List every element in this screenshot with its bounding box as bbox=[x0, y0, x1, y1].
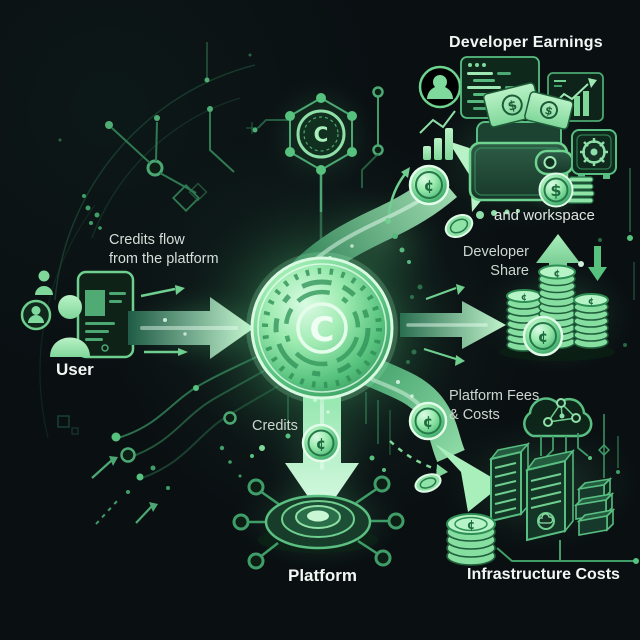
svg-text:¢: ¢ bbox=[521, 293, 527, 303]
cloud-network-icon bbox=[523, 397, 593, 438]
svg-text:¢: ¢ bbox=[554, 269, 561, 280]
front-coin-icon: ¢ bbox=[522, 315, 564, 357]
server-rack-icon bbox=[489, 442, 531, 523]
svg-text:¢: ¢ bbox=[467, 518, 475, 532]
dollar-coin-icon: $ bbox=[538, 172, 595, 208]
coin-stack-icon: ¢ bbox=[446, 513, 496, 566]
coin-stack-icon: ¢ bbox=[573, 293, 609, 349]
dollar-bill-icon: $ bbox=[524, 91, 574, 130]
small-person-icon bbox=[35, 270, 53, 295]
svg-text:$: $ bbox=[543, 104, 554, 118]
arrow-coin-to-share bbox=[400, 284, 506, 366]
platform-cluster bbox=[232, 475, 405, 570]
and-workspace-caption: and workspace bbox=[494, 207, 595, 224]
storage-boxes-icon bbox=[573, 477, 616, 536]
user-cluster bbox=[20, 270, 135, 359]
server-rack-icon bbox=[525, 448, 575, 542]
token-badge-icon: C bbox=[285, 93, 357, 252]
vault-icon bbox=[571, 129, 617, 179]
svg-text:¢: ¢ bbox=[424, 177, 434, 195]
credits-flow-caption: Credits flow from the platform bbox=[109, 232, 219, 267]
phone-icon bbox=[76, 270, 135, 359]
svg-text:$: $ bbox=[506, 98, 518, 115]
coin-symbol: C bbox=[310, 310, 335, 350]
central-credit-coin: C bbox=[246, 252, 398, 404]
credit-coin-icon: ¢ bbox=[301, 423, 341, 463]
circuit-decoration bbox=[39, 42, 635, 525]
avatar-circle-icon bbox=[20, 299, 52, 331]
down-arrow-icon bbox=[588, 246, 607, 281]
arrow-coin-to-platform: ¢ bbox=[285, 386, 359, 517]
infrastructure-costs-label: Infrastructure Costs bbox=[467, 566, 620, 583]
arrow-coin-to-infrastructure: ¢ bbox=[343, 348, 503, 512]
credit-coin-icon: ¢ bbox=[408, 164, 450, 206]
developer-avatar-icon bbox=[418, 65, 462, 109]
credits-label: Credits bbox=[252, 418, 298, 434]
svg-text:$: $ bbox=[550, 181, 561, 200]
user-label: User bbox=[56, 360, 94, 379]
developer-share-cluster: ¢ ¢ ¢ ¢ bbox=[499, 234, 615, 361]
infrastructure-cluster: ¢ bbox=[446, 397, 639, 566]
up-arrow-icon bbox=[536, 234, 580, 291]
platform-fees-label: Platform Fees & Costs bbox=[449, 388, 540, 423]
user-person-icon bbox=[50, 295, 90, 357]
mini-bar-chart-icon bbox=[419, 110, 456, 160]
arrow-user-to-coin bbox=[128, 285, 254, 359]
badge-symbol: C bbox=[314, 123, 329, 147]
svg-text:¢: ¢ bbox=[538, 328, 548, 346]
svg-text:¢: ¢ bbox=[316, 435, 326, 453]
svg-text:¢: ¢ bbox=[423, 413, 433, 431]
svg-text:¢: ¢ bbox=[588, 297, 594, 307]
developer-earnings-cluster: $ $ bbox=[418, 56, 617, 208]
platform-label: Platform bbox=[288, 566, 357, 585]
credit-coin-icon: ¢ bbox=[408, 401, 448, 441]
developer-share-label: Developer Share bbox=[462, 244, 529, 279]
tilted-coin-icon bbox=[444, 213, 474, 239]
tilted-coin-icon bbox=[414, 473, 442, 493]
developer-earnings-title: Developer Earnings bbox=[449, 34, 603, 51]
